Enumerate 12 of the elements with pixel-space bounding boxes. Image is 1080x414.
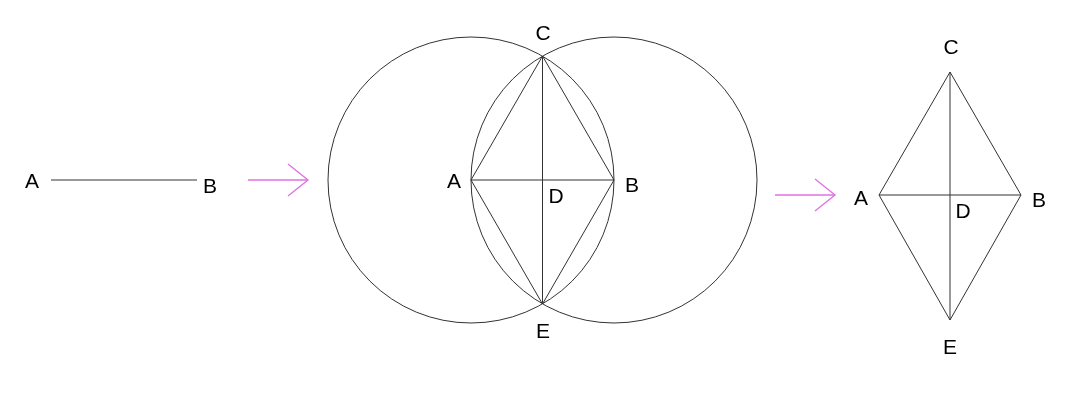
point-label: A <box>854 186 868 208</box>
point-label: D <box>548 184 564 206</box>
point-label: B <box>203 174 217 196</box>
point-label: E <box>943 335 957 357</box>
point-label: B <box>625 173 639 195</box>
point-label: D <box>955 199 971 221</box>
point-label: C <box>535 21 551 43</box>
point-label: B <box>1032 188 1046 210</box>
point-label: A <box>447 169 461 191</box>
point-label: A <box>25 169 39 191</box>
point-label: E <box>536 319 550 341</box>
point-label: C <box>943 35 959 57</box>
